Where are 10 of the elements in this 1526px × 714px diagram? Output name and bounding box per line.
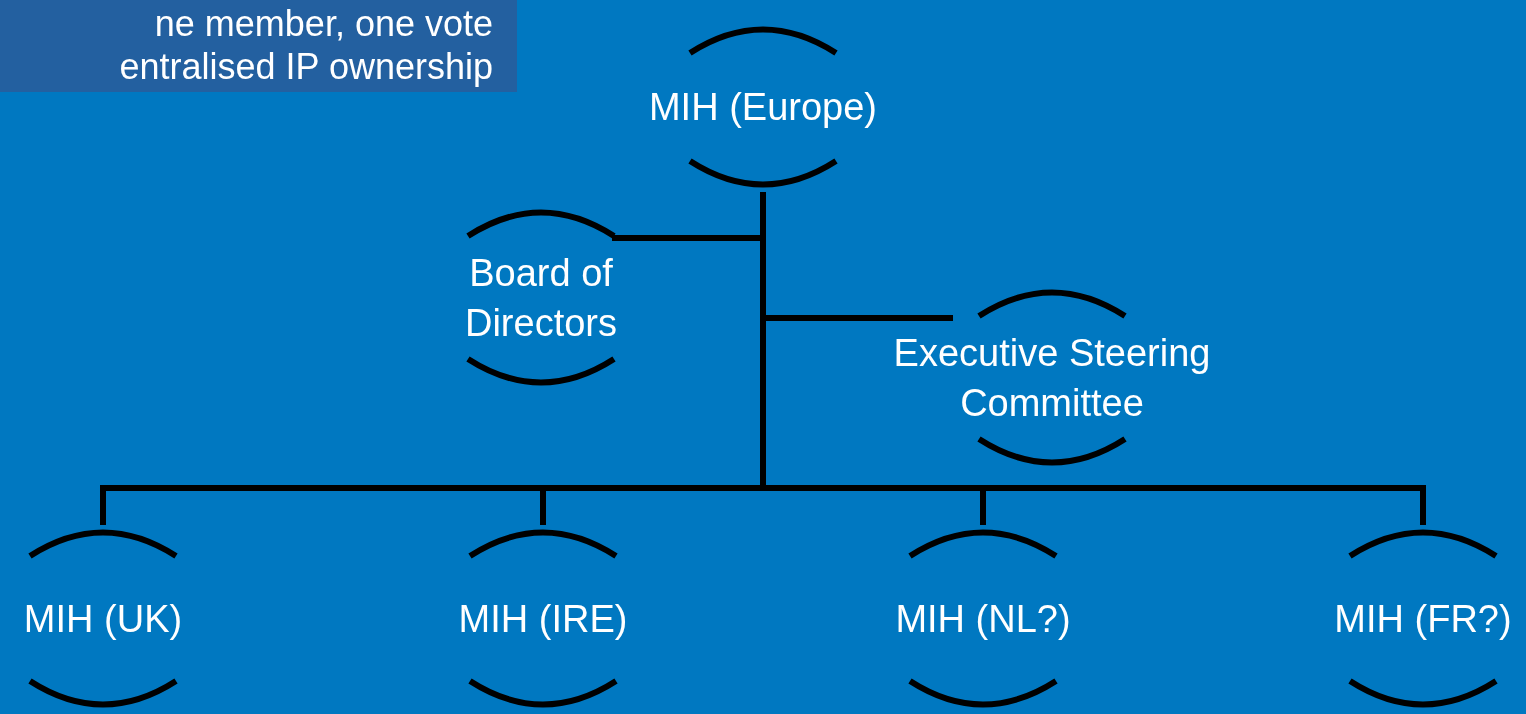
panel-text: entralised IP ownership	[119, 45, 493, 88]
node-label: MIH (UK)	[23, 596, 183, 642]
panel-text: ne member, one vote	[154, 2, 493, 45]
connector-line	[760, 192, 1426, 525]
node-label: Executive Steering Committee	[892, 330, 1212, 426]
node-label: MIH (Europe)	[648, 85, 878, 130]
node-label: MIH (NL?)	[895, 596, 1071, 642]
node-label: Board of Directors	[464, 250, 618, 346]
node-label: MIH (FR?)	[1334, 596, 1512, 642]
node-label: MIH (IRE)	[458, 596, 628, 642]
